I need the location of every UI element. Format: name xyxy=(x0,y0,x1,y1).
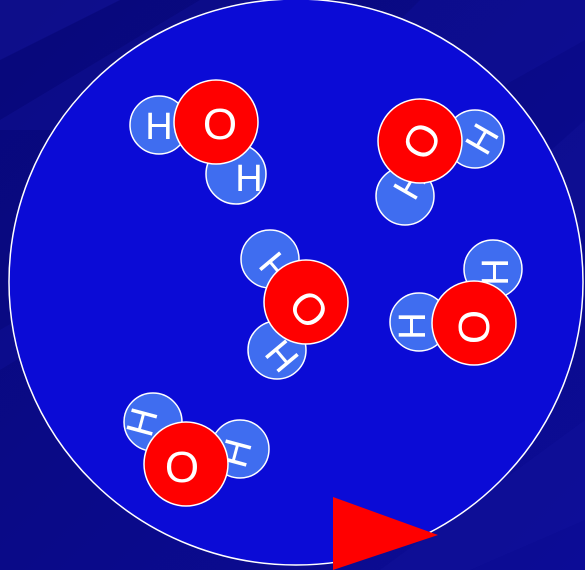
oxygen-label: O xyxy=(203,100,237,149)
oxygen-label: O xyxy=(165,443,199,492)
oxygen-atom: O xyxy=(173,79,259,165)
water-molecule-5: H H O xyxy=(119,392,270,507)
oxygen-atom: O xyxy=(377,98,463,184)
oxygen-label: O xyxy=(450,310,499,344)
oxygen-atom: O xyxy=(263,259,349,345)
hydrogen-label: H xyxy=(145,106,172,148)
hydrogen-label: H xyxy=(235,158,262,200)
oxygen-atom: O xyxy=(431,280,517,366)
water-molecule-1: H H O xyxy=(129,79,267,205)
hydrogen-label: H xyxy=(392,312,434,339)
play-triangle-icon[interactable] xyxy=(333,497,438,570)
water-molecule-4: H H O xyxy=(389,239,523,366)
water-molecule-2: H H O xyxy=(375,98,508,226)
hydrogen-atom: H xyxy=(129,95,189,155)
oxygen-atom: O xyxy=(143,421,229,507)
